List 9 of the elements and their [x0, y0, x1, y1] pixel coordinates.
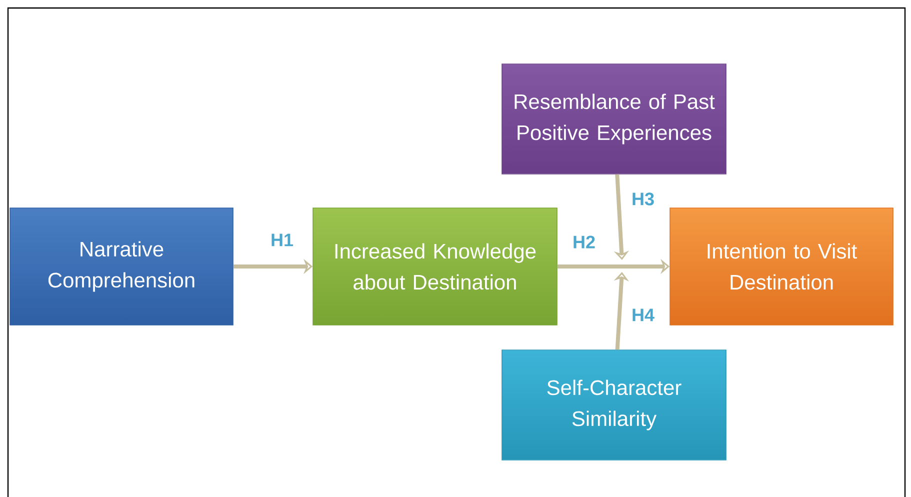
process-box: Increased Knowledge about Destination — [312, 208, 558, 326]
edge-label: H4 — [632, 308, 654, 322]
process-box: Resemblance of Past Positive Experiences — [502, 64, 726, 174]
edge-label: H2 — [574, 236, 595, 248]
process-box: Narrative Comprehension — [10, 208, 234, 326]
edge-label: H3 — [632, 192, 654, 206]
process-box: Intention to Visit Destination — [670, 208, 894, 326]
edge-label: H1 — [272, 234, 294, 246]
process-box: Self-Character Similarity — [502, 350, 726, 460]
